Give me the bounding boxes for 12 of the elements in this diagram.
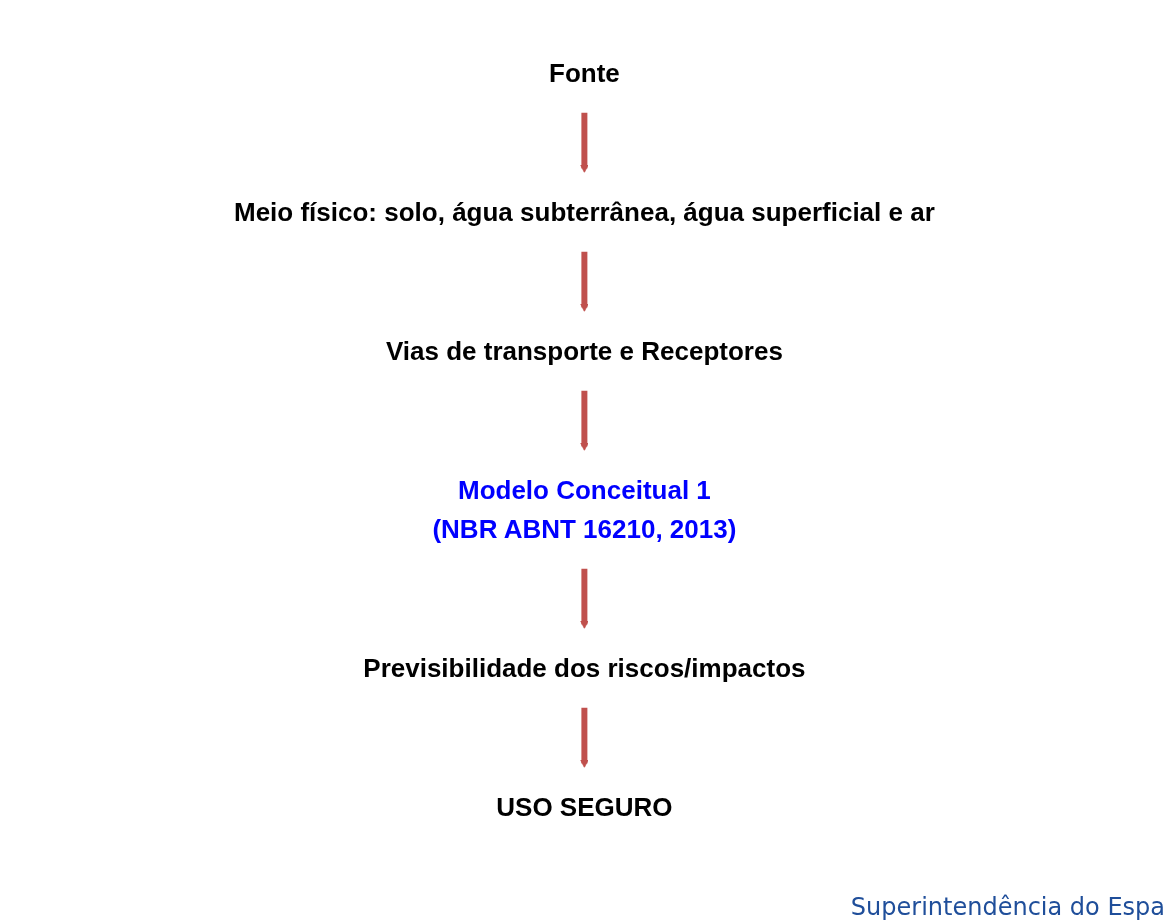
footer-text: Superintendência do Espa [850,893,1165,921]
arrow [580,707,589,768]
node-text: Fonte [549,57,620,88]
node-text: Modelo Conceitual 1 (NBR ABNT 16210, 2013) [432,474,737,544]
node-text: Vias de transporte e Receptores [386,335,783,366]
arrow [580,251,589,312]
node-text: Meio físico: solo, água subterrânea, água superficial e ar [234,196,935,227]
node-text: Previsibilidade dos riscos/impactos [363,652,806,683]
arrow [580,390,589,451]
node-text: USO SEGURO [496,791,673,822]
arrow [580,112,589,173]
arrow [580,568,589,629]
